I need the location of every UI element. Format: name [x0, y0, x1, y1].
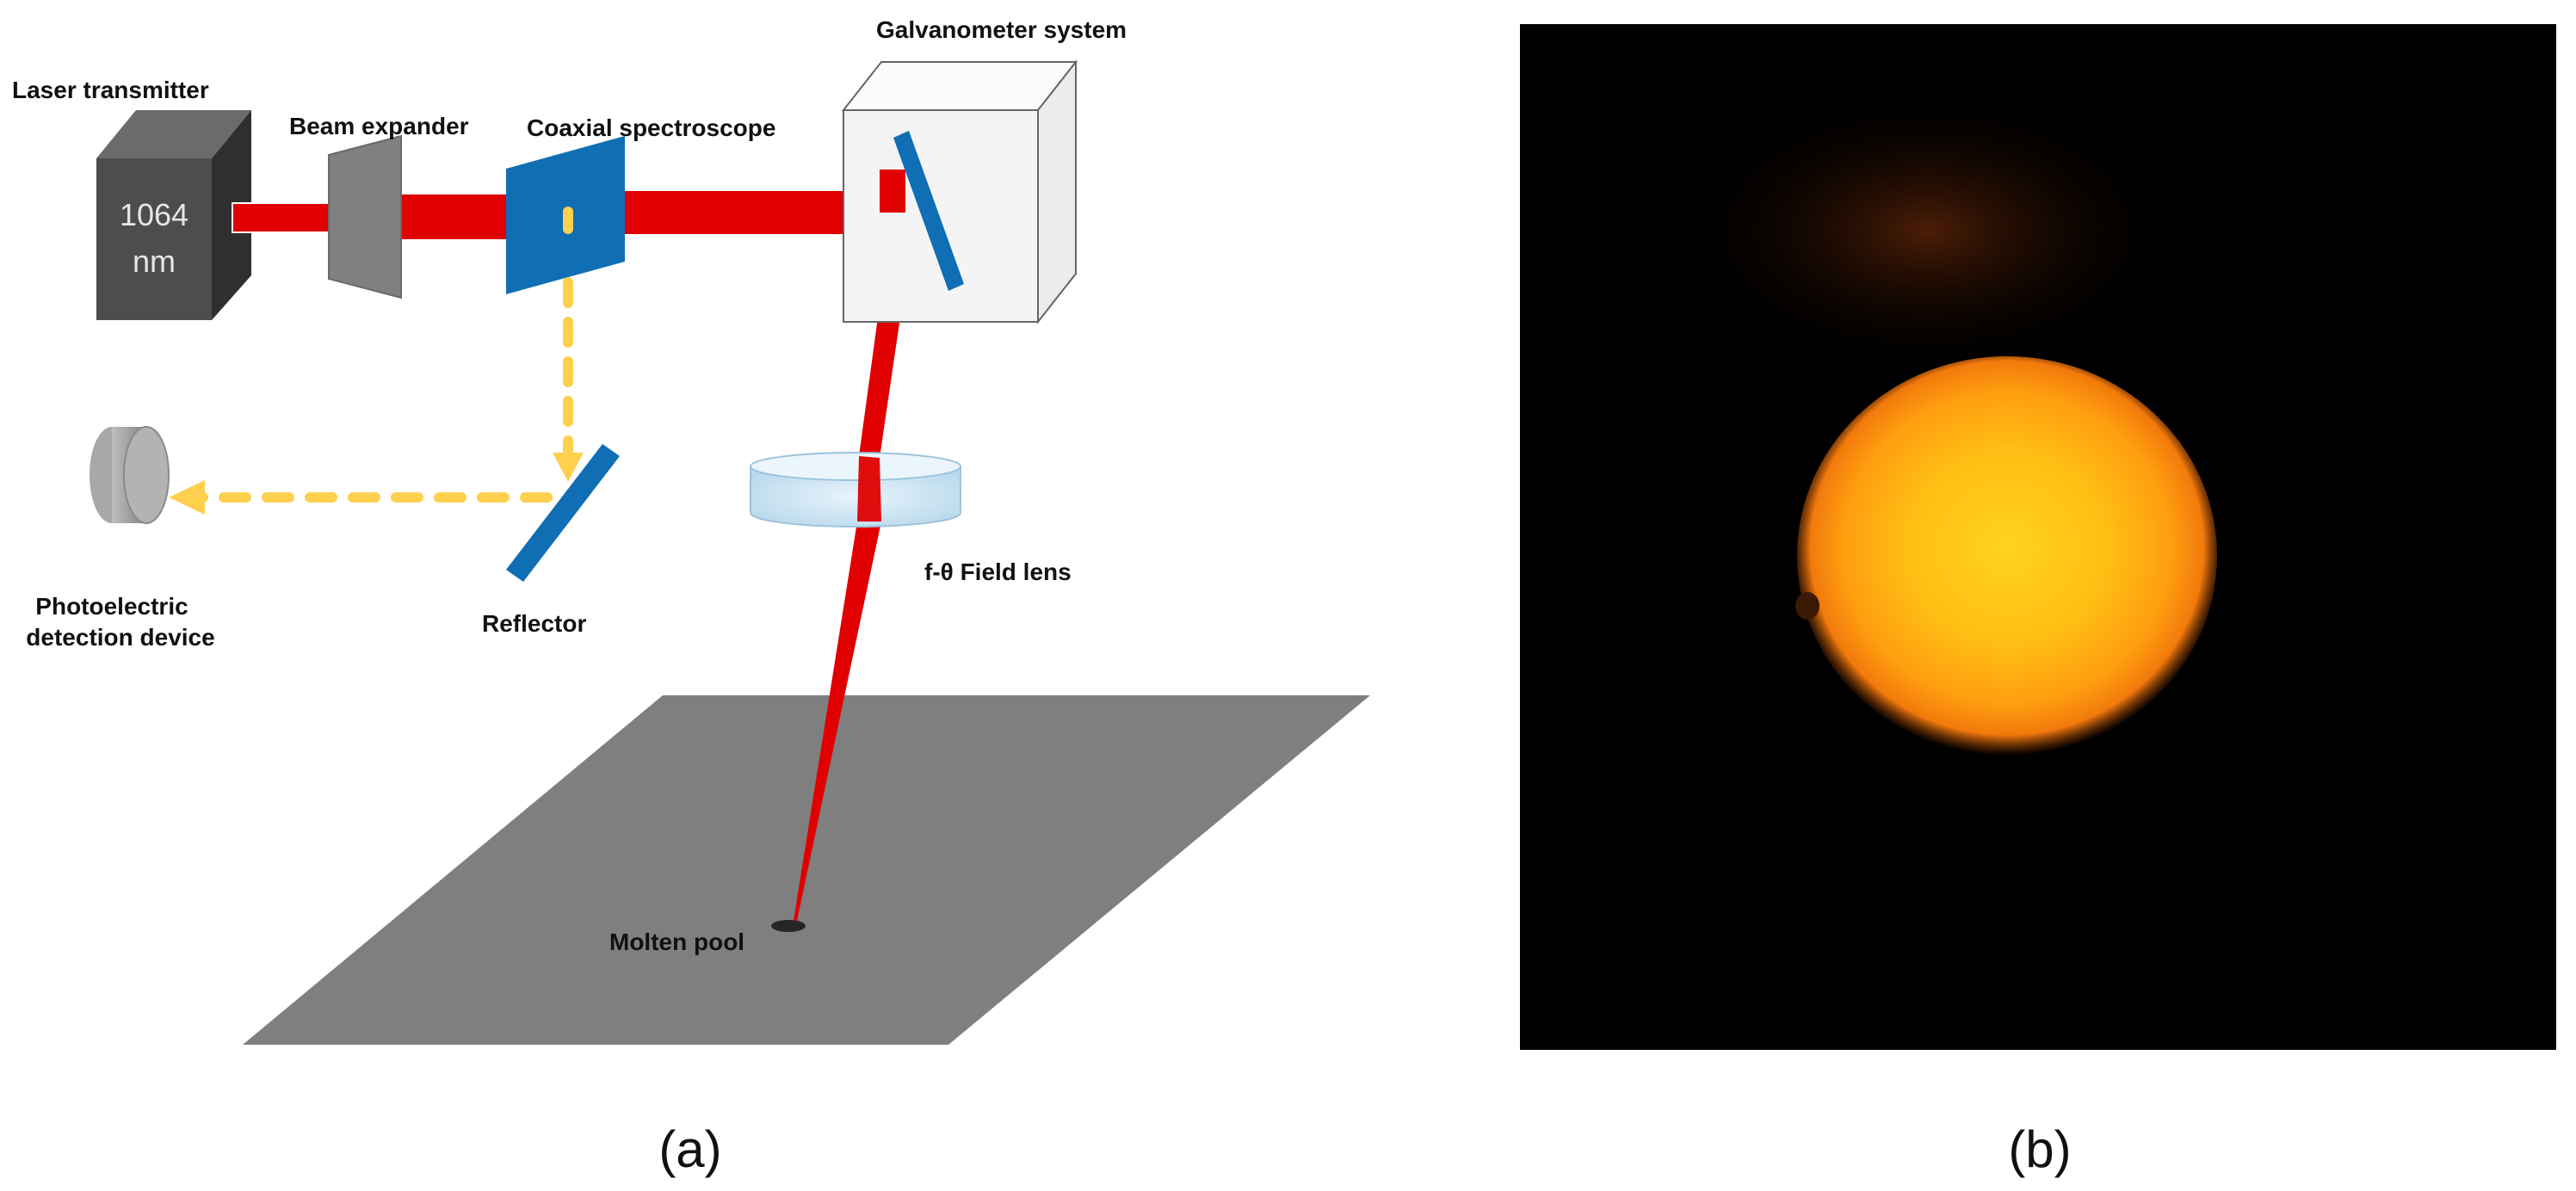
- spatter-dot: [1795, 592, 1819, 620]
- label-beam-expander: Beam expander: [289, 113, 469, 139]
- label-laser-transmitter: Laser transmitter: [12, 77, 209, 103]
- photoelectric-detector: [90, 426, 170, 524]
- label-galvanometer-system: Galvanometer system: [876, 16, 1127, 43]
- label-photoelectric-line2: detection device: [26, 624, 214, 651]
- caption-b: (b): [2008, 1120, 2071, 1178]
- field-lens: [750, 452, 961, 528]
- glow-haze: [1670, 84, 2186, 377]
- panel-b: (b): [1520, 24, 2556, 1178]
- arrow-down-icon: [553, 453, 584, 482]
- laser-wavelength-unit: nm: [133, 244, 176, 279]
- label-coaxial-spectroscope: Coaxial spectroscope: [527, 114, 775, 141]
- laser-transmitter-box: 1064 nm: [96, 110, 251, 320]
- label-reflector: Reflector: [482, 610, 586, 637]
- label-photoelectric-line1: Photoelectric: [35, 593, 188, 620]
- panel-a: 1064 nm: [12, 16, 1370, 1178]
- molten-pool: [771, 920, 806, 932]
- reflected-light-path: [195, 207, 573, 503]
- laser-wavelength-value: 1064: [120, 197, 188, 232]
- galvo-mirror: [893, 131, 964, 291]
- label-field-lens: f-θ Field lens: [924, 558, 1072, 585]
- reflector: [506, 444, 620, 582]
- molten-pool-glow: [1797, 356, 2217, 756]
- label-molten-pool: Molten pool: [609, 929, 744, 955]
- galvanometer-box: [841, 59, 1078, 324]
- arrow-left-icon: [169, 480, 205, 515]
- beam-expander: [328, 134, 402, 299]
- caption-a: (a): [658, 1120, 721, 1178]
